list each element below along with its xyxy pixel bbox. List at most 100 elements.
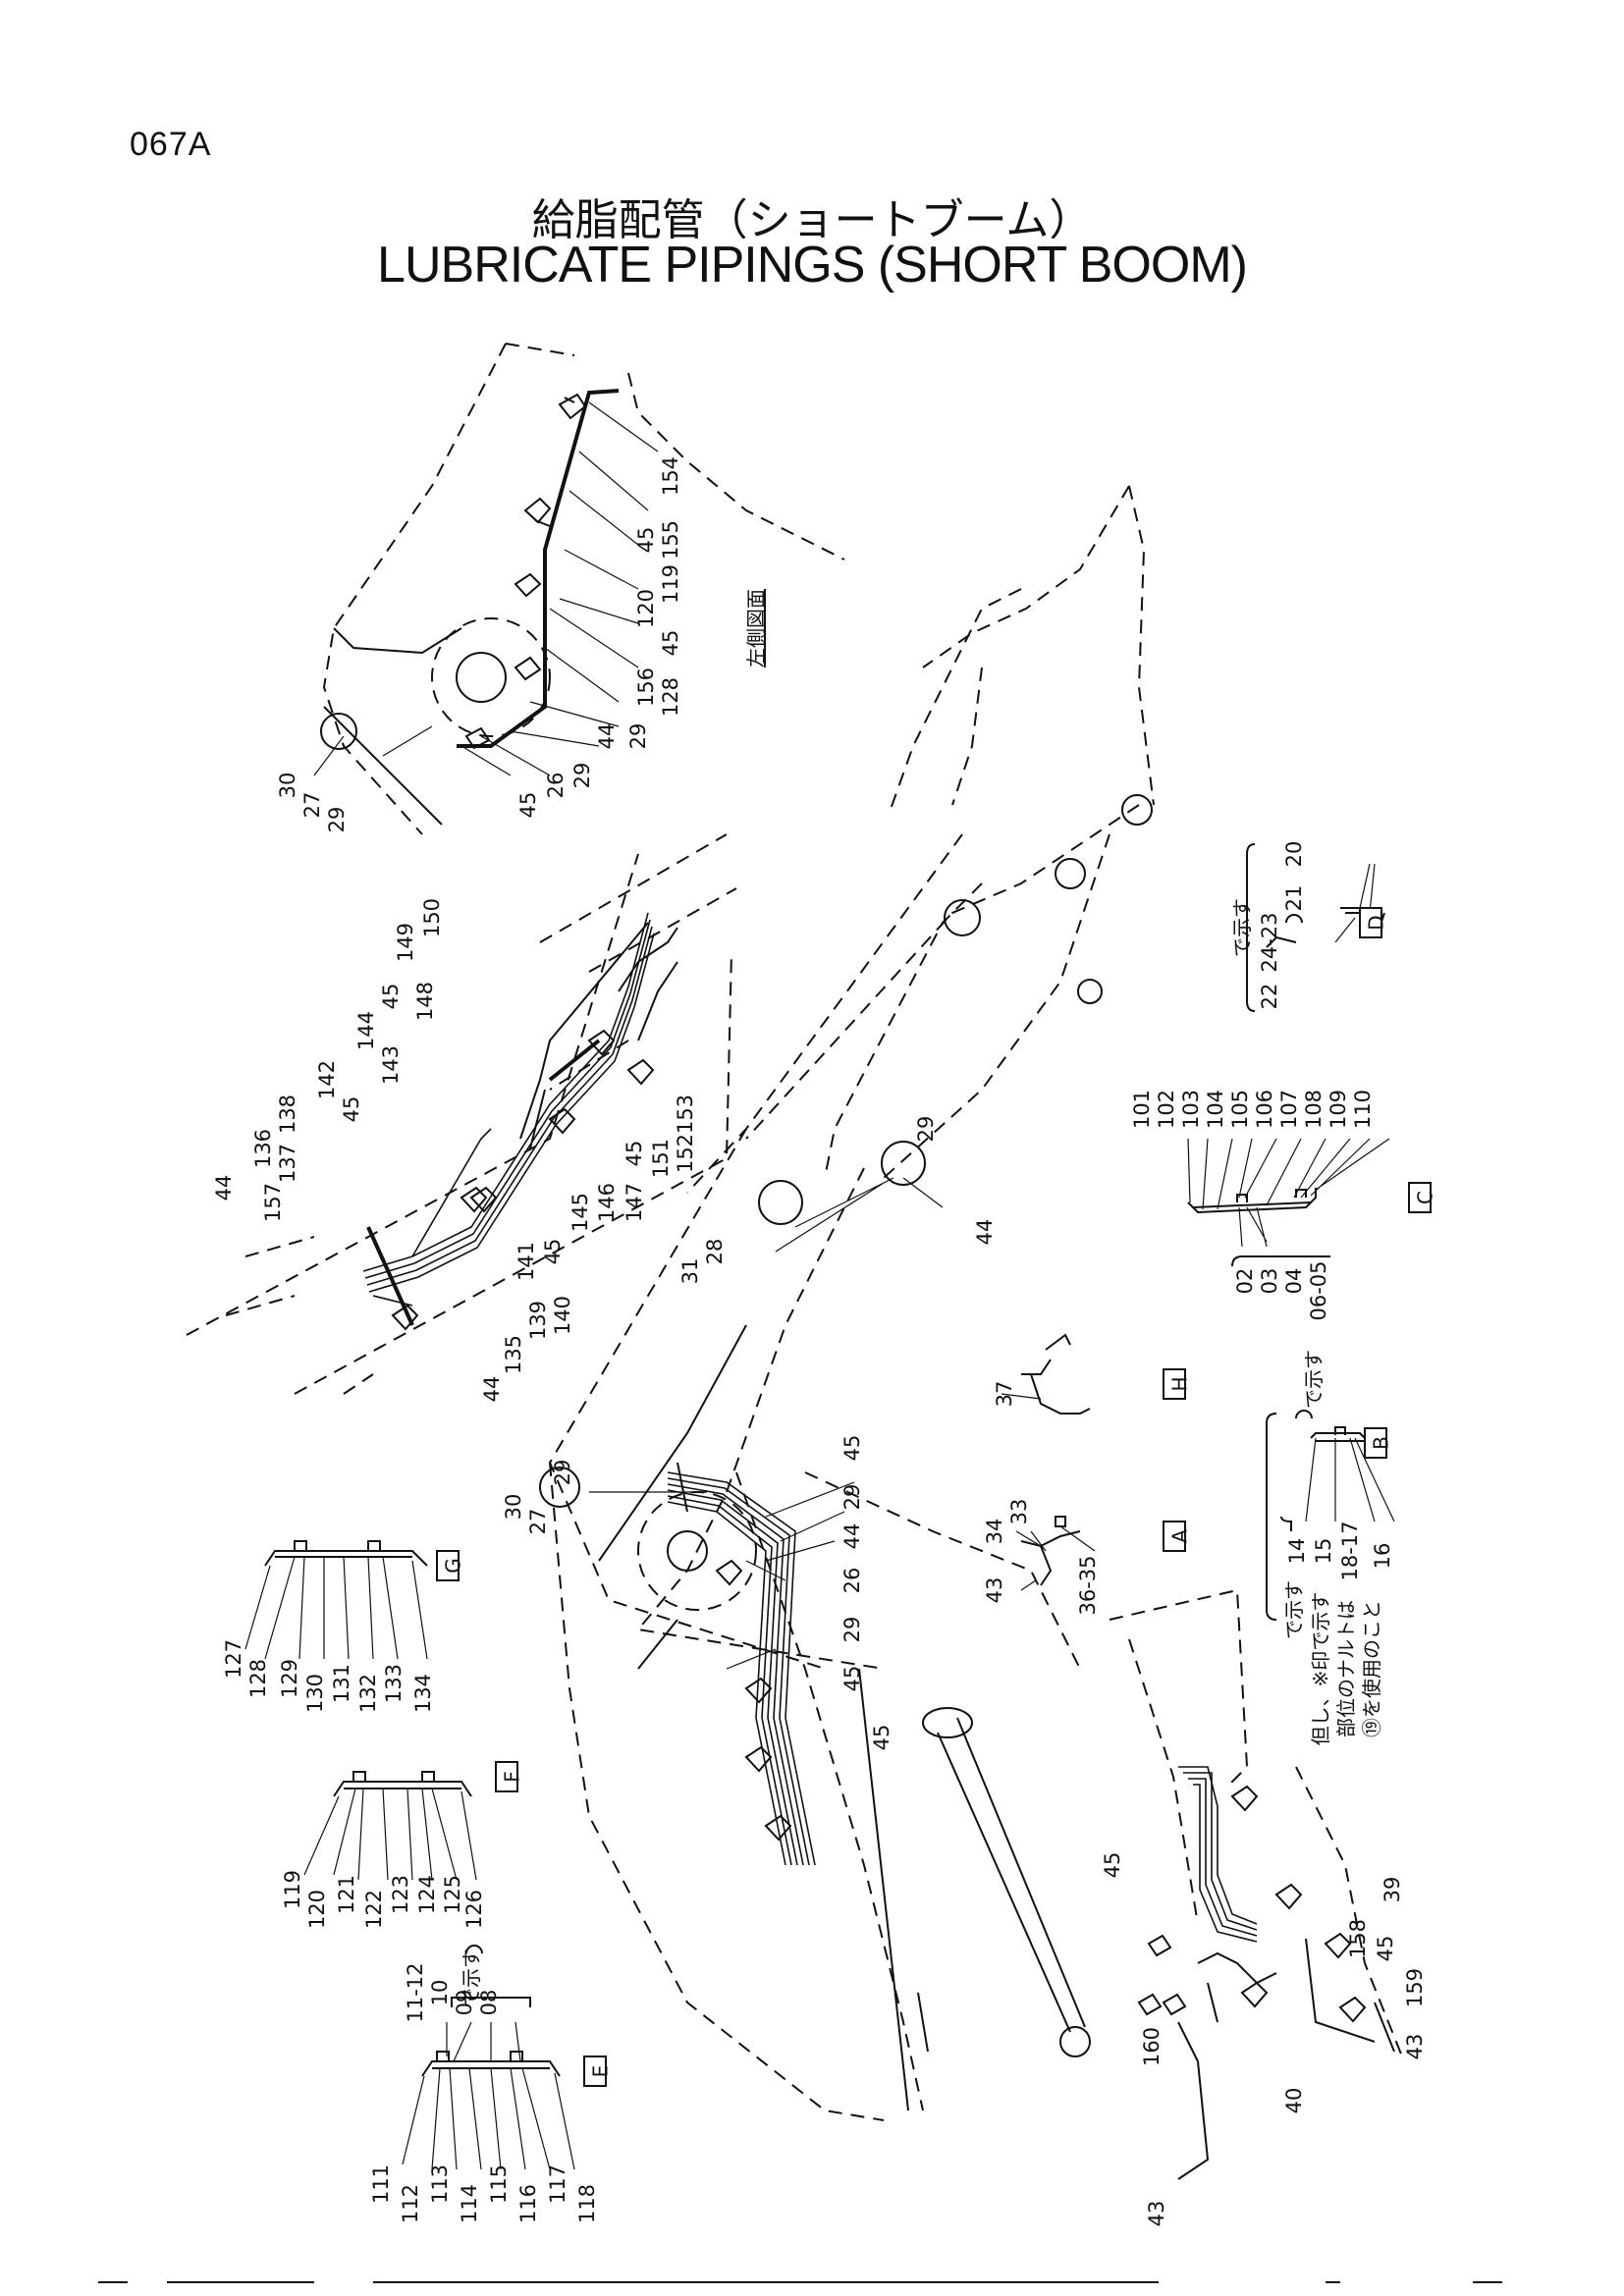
title-japanese: 給脂配管（ショートブーム）: [531, 195, 1093, 245]
note-line-1: 但し、※印で示す: [1309, 1592, 1332, 1746]
detail-label-g: G: [442, 1558, 465, 1574]
detail-label-d: D: [1365, 915, 1388, 930]
part-number: 139: [526, 1301, 550, 1340]
part-number: 155: [659, 520, 682, 560]
part-number: 22: [1258, 984, 1281, 1010]
part-number: 43: [983, 1577, 1006, 1604]
part-number: 118: [575, 2184, 599, 2223]
part-number: 149: [394, 923, 417, 962]
leader-lines: [313, 401, 944, 1670]
part-number: 132: [356, 1674, 380, 1713]
marker-note-d: で示す: [1230, 898, 1254, 957]
detail-label-boxes: [436, 907, 1432, 2087]
part-number: 29: [325, 807, 349, 833]
note-line-2: 部位のナルトは: [1334, 1600, 1358, 1737]
part-number: 148: [413, 982, 437, 1021]
part-number: 24-23: [1258, 912, 1281, 972]
part-number: 145: [568, 1193, 592, 1232]
part-number: 110: [1351, 1090, 1375, 1129]
part-number: 150: [420, 898, 444, 937]
part-number: 106: [1253, 1090, 1276, 1129]
part-number: 45: [1101, 1852, 1124, 1879]
part-number: 10: [428, 1980, 452, 2006]
detail-label-e: E: [589, 2065, 613, 2078]
part-number: 103: [1179, 1090, 1203, 1129]
part-number: 151: [649, 1139, 673, 1178]
detail-c: [1187, 1138, 1390, 1267]
part-number: 109: [1326, 1090, 1350, 1129]
part-number: 157: [261, 1183, 285, 1222]
part-number: 107: [1277, 1090, 1301, 1129]
marker-note-e: で示す: [460, 1949, 483, 2007]
marker-note-a: で示す: [1282, 1580, 1306, 1639]
part-number: 121: [335, 1875, 358, 1914]
part-number: 26: [544, 773, 568, 799]
part-number: 45: [1374, 1936, 1397, 1962]
title-english: LUBRICATE PIPINGS (SHORT BOOM): [377, 237, 1248, 294]
part-number: 101: [1130, 1090, 1154, 1129]
top-view: [320, 343, 845, 835]
part-number: 144: [354, 1011, 378, 1050]
part-number: 08: [477, 1990, 501, 2016]
part-number: 29: [570, 763, 594, 789]
part-number: 135: [502, 1335, 525, 1374]
part-number: 30: [502, 1494, 525, 1521]
part-number: 29: [551, 1460, 574, 1486]
boom-pipe-bundle: [667, 1462, 816, 1866]
part-number: 03: [1258, 1268, 1281, 1295]
part-number: 06-05: [1307, 1260, 1330, 1320]
part-number: 16: [1371, 1543, 1394, 1570]
part-number: 45: [340, 1096, 363, 1123]
part-number: 29: [840, 1484, 864, 1511]
part-number: 129: [278, 1659, 301, 1698]
part-number: 127: [222, 1639, 245, 1679]
part-number: 45: [541, 1239, 565, 1265]
detail-f: [303, 1771, 477, 1881]
part-number: 45: [840, 1666, 864, 1692]
part-number: 113: [428, 2164, 452, 2204]
part-number: 108: [1302, 1090, 1326, 1129]
part-number: 29: [626, 723, 650, 750]
part-number: 37: [993, 1381, 1016, 1408]
grease-fittings-top: [464, 393, 587, 750]
detail-label-h: H: [1168, 1376, 1192, 1391]
part-number: 45: [623, 1141, 646, 1167]
part-number: 142: [315, 1060, 339, 1099]
part-number: 27: [526, 1509, 550, 1535]
part-number: 138: [276, 1095, 299, 1134]
part-number: 04: [1282, 1268, 1306, 1295]
detail-e: [402, 1945, 575, 2170]
detail-label-a: A: [1168, 1529, 1192, 1543]
part-number: 112: [399, 2184, 422, 2223]
part-number: 137: [276, 1144, 299, 1183]
part-number: 152: [674, 1134, 697, 1173]
part-number: 02: [1233, 1268, 1257, 1295]
part-number: 159: [1403, 1968, 1427, 2007]
part-number: 45: [516, 792, 540, 819]
detail-labels: D C B H A G F E: [442, 915, 1437, 2077]
notes: 左側図面 で示す で示す で示す で示す 但し、※印で示す 部位のナルトは ⑲を…: [460, 589, 1383, 2007]
part-number: 119: [281, 1870, 304, 1909]
part-number: 141: [514, 1242, 538, 1281]
part-number: 34: [983, 1519, 1006, 1545]
part-number: 154: [659, 456, 682, 496]
part-number: 44: [973, 1219, 997, 1246]
part-number: 45: [379, 984, 403, 1010]
part-number: 136: [251, 1129, 275, 1168]
part-number: 158: [1346, 1919, 1370, 1958]
marker-note-b: で示す: [1302, 1350, 1326, 1409]
part-number: 123: [389, 1875, 412, 1914]
part-number: 153: [674, 1095, 697, 1134]
part-number: 140: [551, 1296, 574, 1335]
page-code: 067A: [130, 126, 212, 163]
part-number: 156: [634, 667, 658, 707]
part-number: 44: [840, 1523, 864, 1550]
part-number: 147: [623, 1183, 646, 1222]
left-pipe-assembly: [186, 833, 737, 1395]
boom-outline: [539, 485, 1155, 2121]
detail-g: [244, 1540, 428, 1660]
part-number: 115: [487, 2164, 511, 2204]
part-number: 21: [1282, 885, 1306, 912]
detail-h: [1001, 1333, 1091, 1415]
part-number: 18-17: [1338, 1521, 1362, 1580]
